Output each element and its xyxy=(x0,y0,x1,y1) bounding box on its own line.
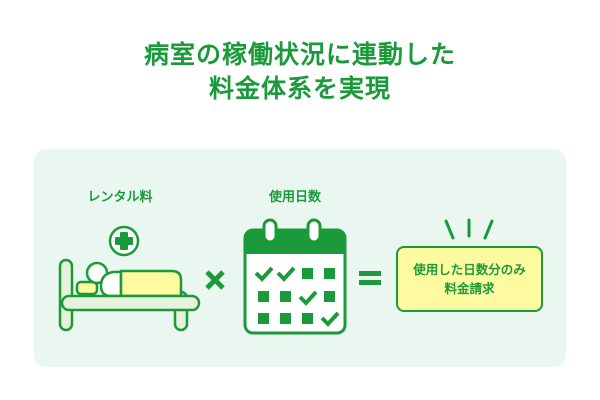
rental-fee-label: レンタル料 xyxy=(87,190,153,205)
title-line-1: 病室の稼働状況に連動した xyxy=(143,40,456,69)
usage-days-label: 使用日数 xyxy=(268,190,321,205)
calendar-check-icon xyxy=(243,218,347,335)
medical-cross-icon xyxy=(108,225,140,257)
result-line-2: 料金請求 xyxy=(444,281,495,296)
result-line-1: 使用した日数分のみ xyxy=(413,262,526,277)
page-title: 病室の稼働状況に連動した 料金体系を実現 xyxy=(0,38,600,106)
multiply-icon xyxy=(205,270,225,290)
title-line-2: 料金体系を実現 xyxy=(208,74,391,103)
emphasis-lines-icon xyxy=(444,218,494,240)
equals-icon xyxy=(359,271,381,285)
result-box: 使用した日数分のみ 料金請求 xyxy=(396,246,543,312)
bed-patient-icon xyxy=(58,225,201,332)
